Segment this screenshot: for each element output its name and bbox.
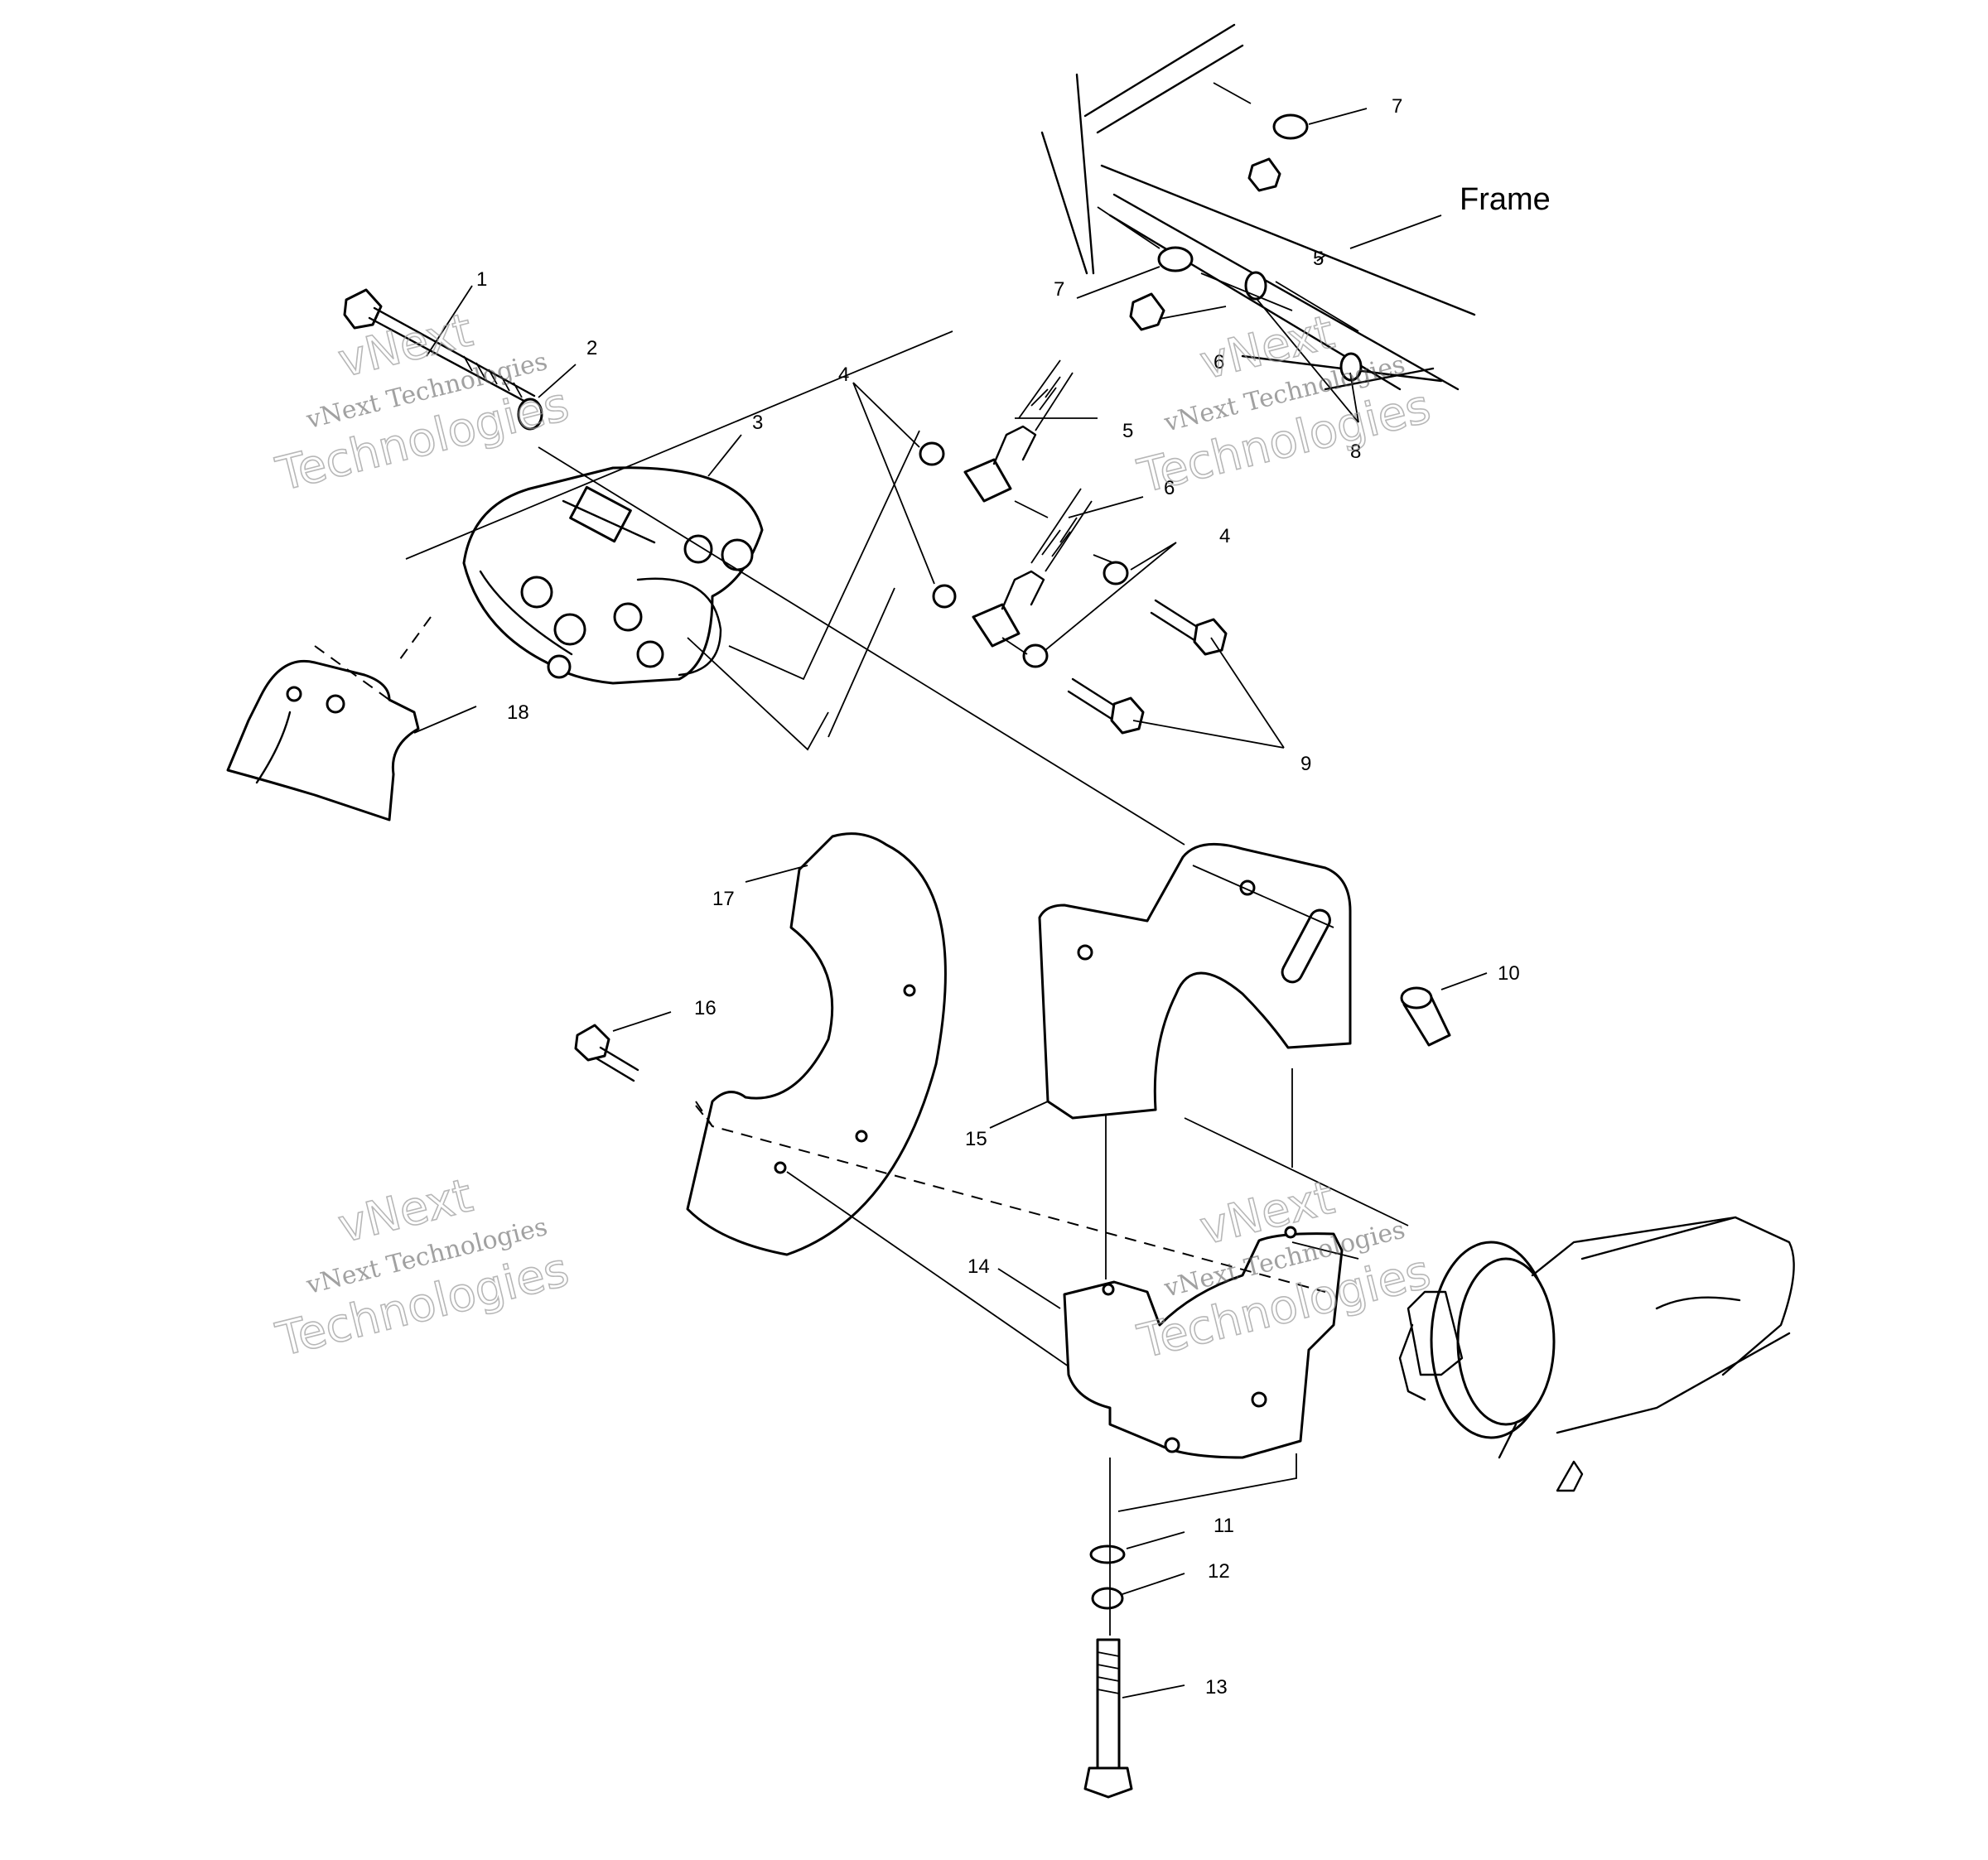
callout-7-lower: 7 (1054, 278, 1064, 301)
callout-5-lower: 5 (1122, 420, 1133, 442)
vehicle-frame (1040, 23, 1476, 391)
watermark-top-left: vNext vNext Technologies Technologies (270, 303, 574, 503)
callout-13: 13 (1205, 1676, 1228, 1699)
washer-part-11 (1089, 1544, 1126, 1564)
watermark-bottom-right: vNext vNext Technologies Technologies (1132, 1170, 1436, 1370)
callout-6-lower: 6 (1164, 477, 1175, 499)
callout-18: 18 (507, 701, 529, 724)
nut-part-7a (1247, 157, 1281, 192)
callout-7-upper: 7 (1392, 95, 1402, 118)
brake-line-part-6 (972, 488, 1093, 648)
callout-10: 10 (1498, 962, 1520, 985)
callout-6-upper: 6 (1214, 351, 1224, 373)
brake-pad-part-18 (226, 659, 420, 822)
callout-15: 15 (965, 1128, 987, 1150)
bushing-part-10 (1400, 986, 1451, 1047)
frame-label: Frame (1460, 182, 1551, 217)
callout-3: 3 (752, 412, 763, 434)
callout-17: 17 (712, 888, 735, 910)
callout-16: 16 (694, 997, 717, 1019)
callout-11: 11 (1214, 1515, 1234, 1537)
washer-part-4d (1022, 643, 1049, 668)
long-bolt-part-1 (343, 288, 536, 406)
callout-leaders (413, 108, 1488, 1699)
callout-4-left: 4 (838, 364, 849, 386)
caliper-bracket-part-15 (1038, 842, 1352, 1120)
bolt-part-13 (1083, 1638, 1133, 1799)
explosion-lines (314, 330, 1409, 1636)
bolt-part-9a (1150, 599, 1228, 656)
lock-washer-part-12 (1091, 1587, 1124, 1610)
callout-2: 2 (586, 337, 597, 359)
callout-5-upper: 5 (1313, 248, 1324, 270)
callout-4-right: 4 (1219, 525, 1230, 547)
washer-part-7a (1272, 113, 1309, 140)
bolt-part-9b (1067, 677, 1145, 735)
callout-1: 1 (476, 268, 487, 291)
callout-8: 8 (1350, 441, 1361, 463)
washer-part-2 (517, 398, 543, 431)
washer-part-4b (932, 584, 957, 609)
brake-line-part-5 (963, 359, 1074, 503)
callout-9: 9 (1300, 753, 1311, 775)
washer-part-4a (919, 441, 945, 466)
lower-bracket-part-14 (1063, 1226, 1344, 1459)
callout-numbers: 1 2 3 4 4 5 5 6 6 7 7 8 9 10 11 12 13 14… (476, 95, 1551, 1699)
callout-12: 12 (1208, 1560, 1230, 1583)
washer-part-4c (1103, 561, 1129, 585)
bolt-part-16 (574, 1024, 639, 1082)
brake-caliper-part-3 (462, 466, 764, 685)
nut-part-7b (1129, 292, 1165, 331)
callout-14: 14 (967, 1255, 990, 1278)
brake-disc-part-17 (686, 832, 947, 1256)
watermark-bottom-left: vNext vNext Technologies Technologies (270, 1169, 574, 1368)
clip-part-8a (1244, 271, 1267, 301)
axle-housing (1398, 1216, 1795, 1492)
washer-part-7b (1157, 246, 1194, 272)
